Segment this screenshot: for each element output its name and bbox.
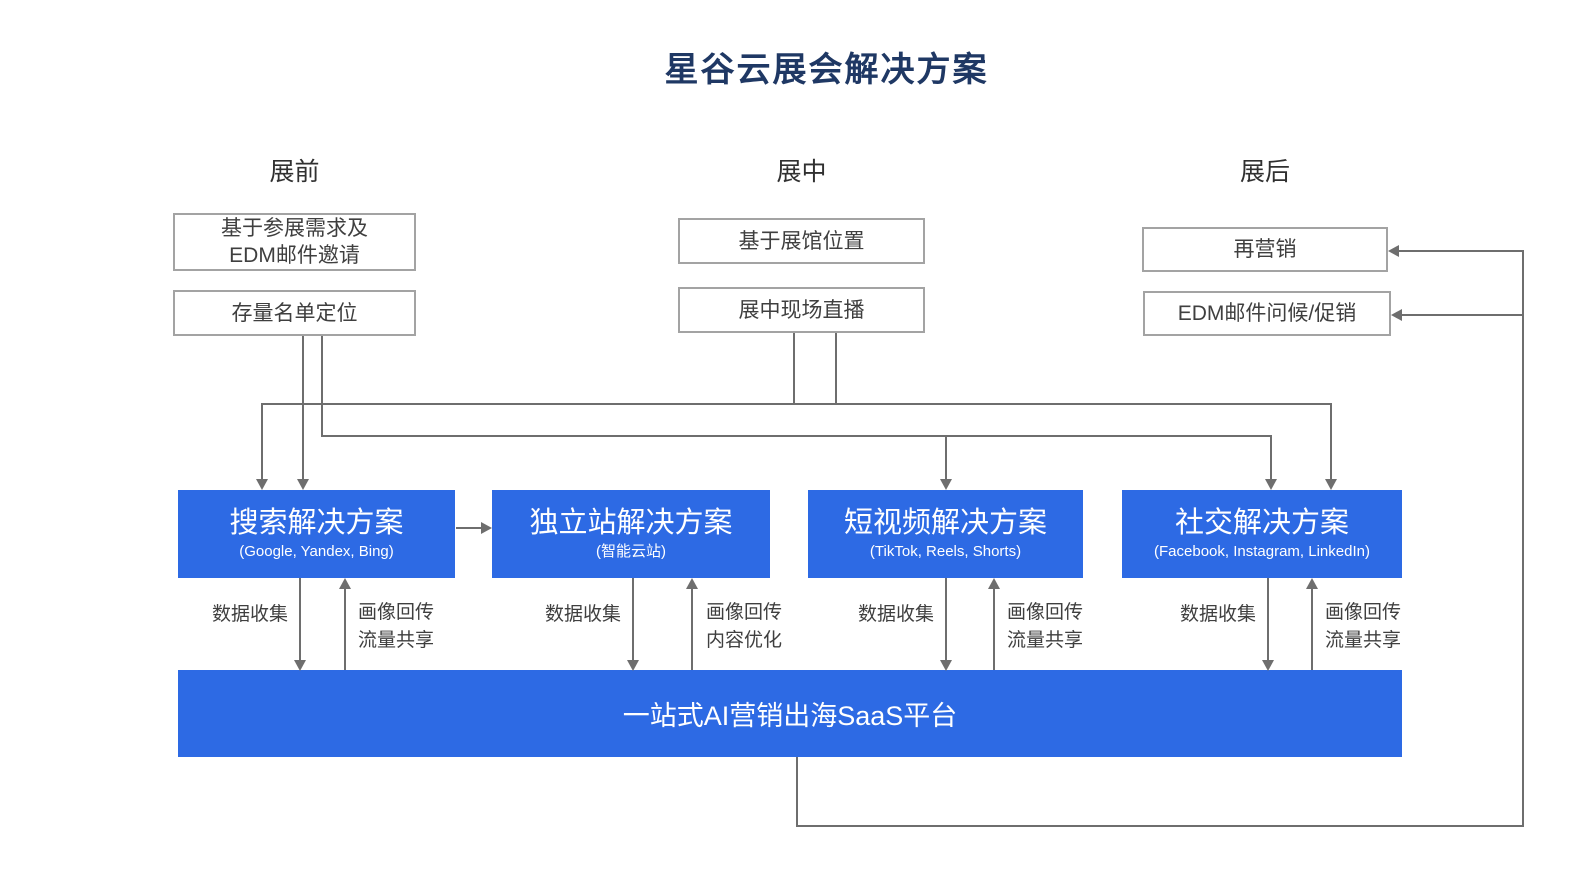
arrow-down-icon <box>1265 479 1277 490</box>
box-live-stream-label: 展中现场直播 <box>738 298 865 322</box>
connector-live-trunk <box>261 403 1332 405</box>
arrow-up-icon <box>686 578 698 589</box>
flow-social-down-label: 数据收集 <box>1179 604 1256 625</box>
solution-shortvideo-subtitle: (TikTok, Reels, Shorts) <box>869 542 1022 560</box>
flow-shortvideo-down-label: 数据收集 <box>857 604 934 625</box>
box-edm-invite: 基于参展需求及 EDM邮件邀请 <box>173 213 416 271</box>
saas-platform-label: 一站式AI营销出海SaaS平台 <box>622 701 958 731</box>
page-title: 星谷云展会解决方案 <box>664 51 989 89</box>
stage-label-pre: 展前 <box>269 158 320 186</box>
flow-website-down-line <box>632 578 634 661</box>
solution-search: 搜索解决方案 (Google, Yandex, Bing) <box>178 490 455 578</box>
solution-social: 社交解决方案 (Facebook, Instagram, LinkedIn) <box>1122 490 1402 578</box>
box-edm-greeting: EDM邮件问候/促销 <box>1143 291 1391 336</box>
loop-bottom-line <box>796 825 1524 827</box>
arrow-down-icon <box>294 660 306 671</box>
solution-shortvideo-title: 短视频解决方案 <box>843 506 1047 539</box>
flow-social-up-line <box>1311 588 1313 670</box>
flow-shortvideo-up-line <box>993 588 995 670</box>
connector-live-drop-left <box>793 333 795 403</box>
flow-social-up-label2: 流量共享 <box>1325 630 1402 651</box>
flow-search-up-line <box>344 588 346 670</box>
flow-search-down-label: 数据收集 <box>211 604 288 625</box>
arrow-right-icon <box>481 522 492 534</box>
flow-website-up-label2: 内容优化 <box>706 630 783 651</box>
arrow-up-icon <box>988 578 1000 589</box>
solution-search-subtitle: (Google, Yandex, Bing) <box>239 542 394 560</box>
connector-trunk-to-social <box>1270 435 1272 480</box>
loop-to-edm-greeting <box>1401 314 1524 316</box>
flow-search-down-line <box>299 578 301 661</box>
connector-search-to-website <box>456 527 482 529</box>
arrow-up-icon <box>339 578 351 589</box>
box-stock-list-label: 存量名单定位 <box>231 301 358 325</box>
connector-list-to-search <box>302 336 304 480</box>
flow-shortvideo-up-label1: 画像回传 <box>1007 602 1084 623</box>
arrow-down-icon <box>940 479 952 490</box>
arrow-down-icon <box>627 660 639 671</box>
connector-live-to-search <box>261 403 263 480</box>
flow-search-up-label1: 画像回传 <box>358 602 435 623</box>
flow-social-down-line <box>1267 578 1269 661</box>
arrow-left-icon <box>1388 245 1399 257</box>
connector-list-trunk-drop <box>321 336 323 435</box>
connector-live-drop-right <box>835 333 837 403</box>
box-edm-greeting-label: EDM邮件问候/促销 <box>1177 302 1357 325</box>
saas-platform-bar: 一站式AI营销出海SaaS平台 <box>178 670 1402 757</box>
solution-website-subtitle: (智能云站) <box>596 542 666 560</box>
solution-website-title: 独立站解决方案 <box>529 506 733 539</box>
loop-to-remarketing <box>1398 250 1524 252</box>
flow-shortvideo-down-line <box>945 578 947 661</box>
box-edm-invite-line2: EDM邮件邀请 <box>229 244 360 267</box>
solution-social-title: 社交解决方案 <box>1174 506 1349 539</box>
arrow-left-icon <box>1391 309 1402 321</box>
stage-label-during: 展中 <box>776 158 827 186</box>
box-edm-invite-line1: 基于参展需求及 <box>221 217 368 240</box>
solution-search-title: 搜索解决方案 <box>229 506 404 539</box>
arrow-down-icon <box>1325 479 1337 490</box>
box-stock-list: 存量名单定位 <box>173 290 416 336</box>
flow-search-up-label2: 流量共享 <box>358 630 435 651</box>
box-venue-location-label: 基于展馆位置 <box>738 229 865 253</box>
connector-list-trunk <box>321 435 1272 437</box>
solution-shortvideo: 短视频解决方案 (TikTok, Reels, Shorts) <box>808 490 1083 578</box>
box-live-stream: 展中现场直播 <box>678 287 925 333</box>
connector-live-to-social <box>1330 403 1332 480</box>
arrow-down-icon <box>940 660 952 671</box>
stage-label-post: 展后 <box>1239 158 1290 186</box>
flow-social-up-label1: 画像回传 <box>1325 602 1402 623</box>
loop-platform-drop <box>796 757 798 825</box>
arrow-down-icon <box>1262 660 1274 671</box>
solution-website: 独立站解决方案 (智能云站) <box>492 490 770 578</box>
flow-website-up-label1: 画像回传 <box>706 602 783 623</box>
loop-right-riser <box>1522 251 1524 827</box>
box-remarketing-label: 再营销 <box>1233 238 1297 261</box>
flow-website-up-line <box>691 588 693 670</box>
box-remarketing: 再营销 <box>1142 227 1388 272</box>
solution-social-subtitle: (Facebook, Instagram, LinkedIn) <box>1154 542 1370 560</box>
connector-trunk-to-shortvideo <box>945 435 947 480</box>
box-venue-location: 基于展馆位置 <box>678 218 925 264</box>
flow-shortvideo-up-label2: 流量共享 <box>1007 630 1084 651</box>
flow-website-down-label: 数据收集 <box>544 604 621 625</box>
arrow-up-icon <box>1306 578 1318 589</box>
arrow-down-icon <box>297 479 309 490</box>
arrow-down-icon <box>256 479 268 490</box>
